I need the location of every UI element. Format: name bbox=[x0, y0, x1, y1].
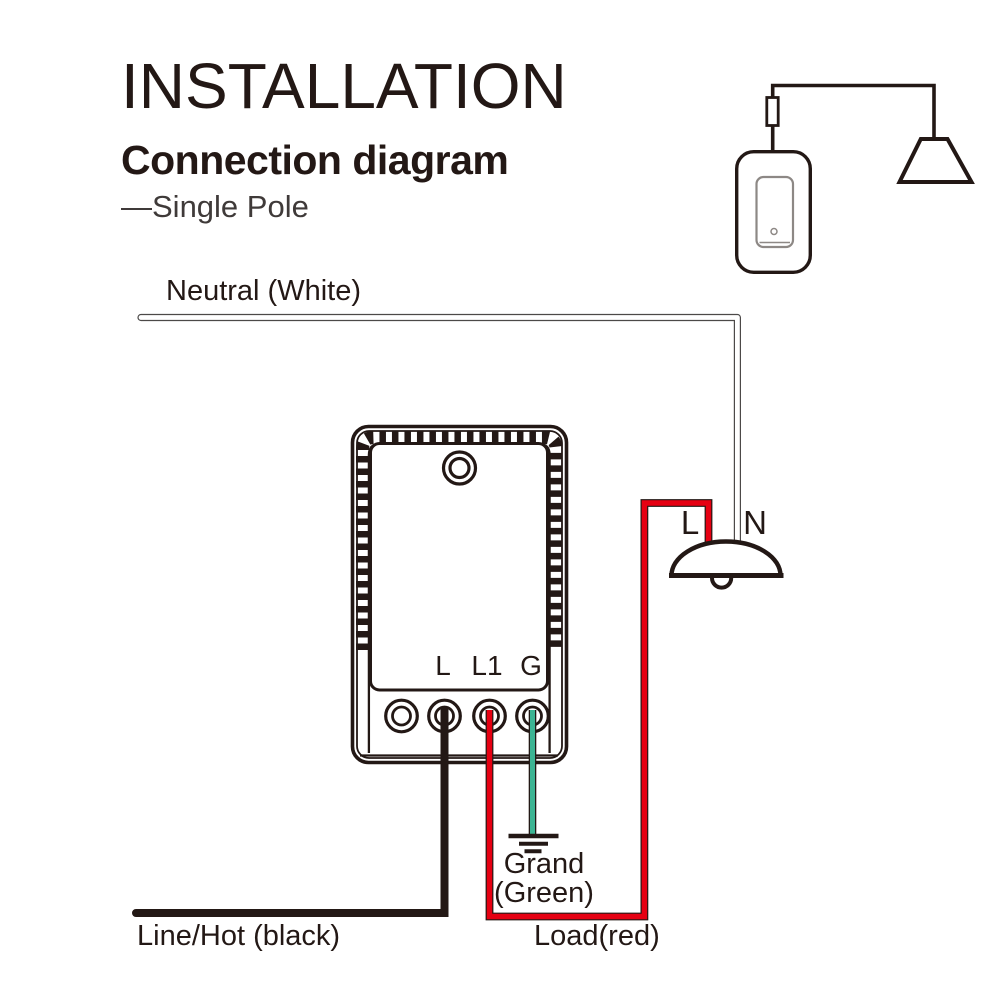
switch-loop-wire bbox=[770, 83, 936, 154]
module-heatsink-ribs bbox=[356, 431, 563, 650]
fuse-icon bbox=[765, 96, 780, 127]
load-wire-label: Load(red) bbox=[534, 920, 660, 952]
lamp-dome bbox=[669, 539, 783, 578]
load-wire bbox=[485, 499, 713, 921]
load-wire-core bbox=[486, 500, 712, 920]
terminal-unused-inner bbox=[391, 705, 412, 727]
module-front-panel bbox=[369, 442, 549, 692]
lamp-bulb-bump bbox=[710, 577, 734, 590]
device-terminal-l1-label: L1 bbox=[471, 650, 503, 681]
device-terminal-l-label: L bbox=[435, 650, 451, 681]
neutral-wire bbox=[137, 313, 741, 556]
lamp-terminal-n-label: N bbox=[743, 504, 767, 541]
ground-wire-label: Grand (Green) bbox=[494, 850, 594, 908]
line-hot-wire-label: Line/Hot (black) bbox=[137, 920, 341, 952]
ground-wire-label-line1: Grand bbox=[503, 848, 585, 880]
line-hot-wire bbox=[132, 706, 449, 917]
variant-label: —Single Pole bbox=[121, 189, 309, 224]
section-subtitle: Connection diagram bbox=[121, 137, 509, 183]
wall-switch-rocker bbox=[755, 175, 795, 249]
pendant-lamp-shade-icon bbox=[896, 137, 975, 184]
device-terminal-g-label: G bbox=[520, 650, 542, 681]
wall-switch-circuit bbox=[735, 83, 975, 274]
neutral-wire-core bbox=[138, 315, 740, 555]
earth-ground-icon bbox=[508, 833, 559, 854]
ground-wire-label-line2: (Green) bbox=[494, 877, 594, 909]
smart-switch-module bbox=[350, 424, 569, 765]
neutral-wire-label: Neutral (White) bbox=[166, 275, 361, 307]
screw-hole-inner-ring bbox=[448, 456, 471, 480]
lamp-terminal-l-label: L bbox=[680, 504, 700, 541]
ceiling-lamp-icon bbox=[669, 539, 784, 590]
page-title: INSTALLATION bbox=[121, 50, 567, 122]
rocker-indicator-dot bbox=[770, 227, 778, 236]
